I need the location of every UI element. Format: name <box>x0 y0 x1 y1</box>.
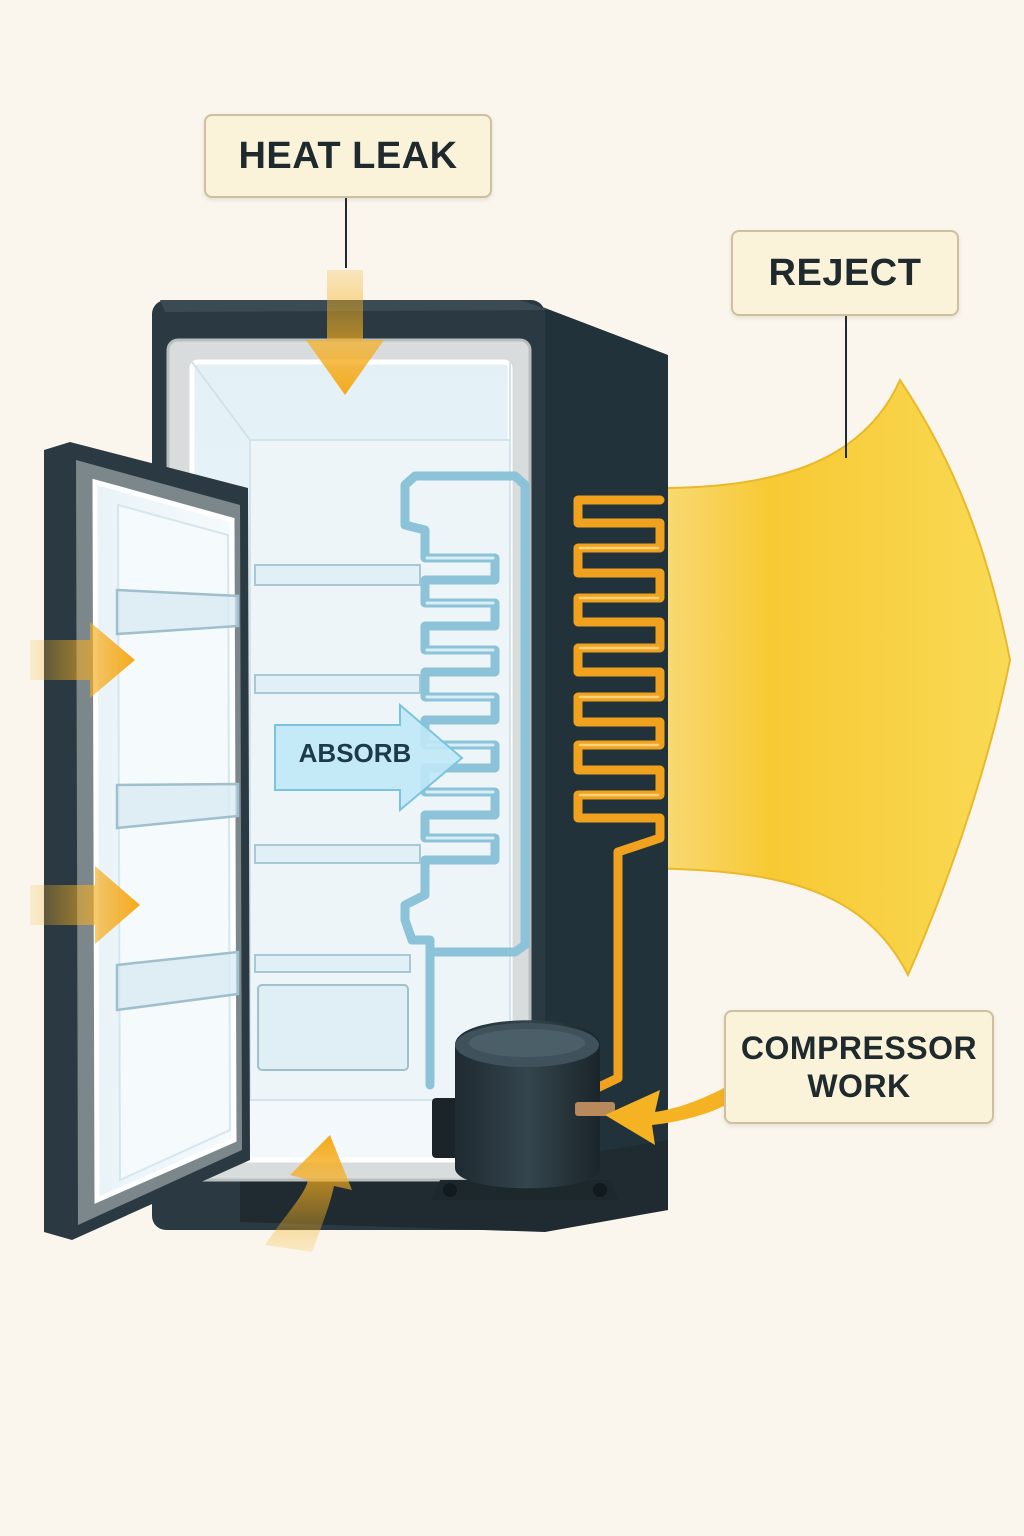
door-bins <box>115 588 240 1012</box>
heat-leak-top-arrow <box>306 270 384 395</box>
crisper-drawer <box>257 984 409 1071</box>
compressor-work-text-line1: COMPRESSOR <box>740 1029 978 1066</box>
heat-leak-door-arrow-upper <box>30 622 135 698</box>
absorb-arrow <box>274 702 464 813</box>
condenser-coil <box>573 495 665 1093</box>
compressor-work-arrow <box>605 1088 724 1145</box>
reject-text: REJECT <box>768 251 922 294</box>
evaporator-coil <box>400 471 530 1090</box>
shelves <box>254 564 421 973</box>
compressor <box>432 1020 618 1200</box>
heat-leak-label: HEAT LEAK <box>204 114 492 198</box>
heat-leak-bottom-arrow <box>265 1135 352 1252</box>
heat-leak-text: HEAT LEAK <box>238 134 458 177</box>
absorb-label: ABSORB <box>298 738 412 768</box>
heat-leak-door-arrow-lower <box>30 866 140 944</box>
compressor-work-label: COMPRESSOR WORK <box>724 1010 994 1124</box>
reject-heat-arrow <box>639 377 1012 978</box>
compressor-work-text-line2: WORK <box>807 1068 911 1104</box>
reject-label: REJECT <box>731 230 959 316</box>
cabinet-side <box>520 300 668 1230</box>
open-door <box>44 442 250 1240</box>
